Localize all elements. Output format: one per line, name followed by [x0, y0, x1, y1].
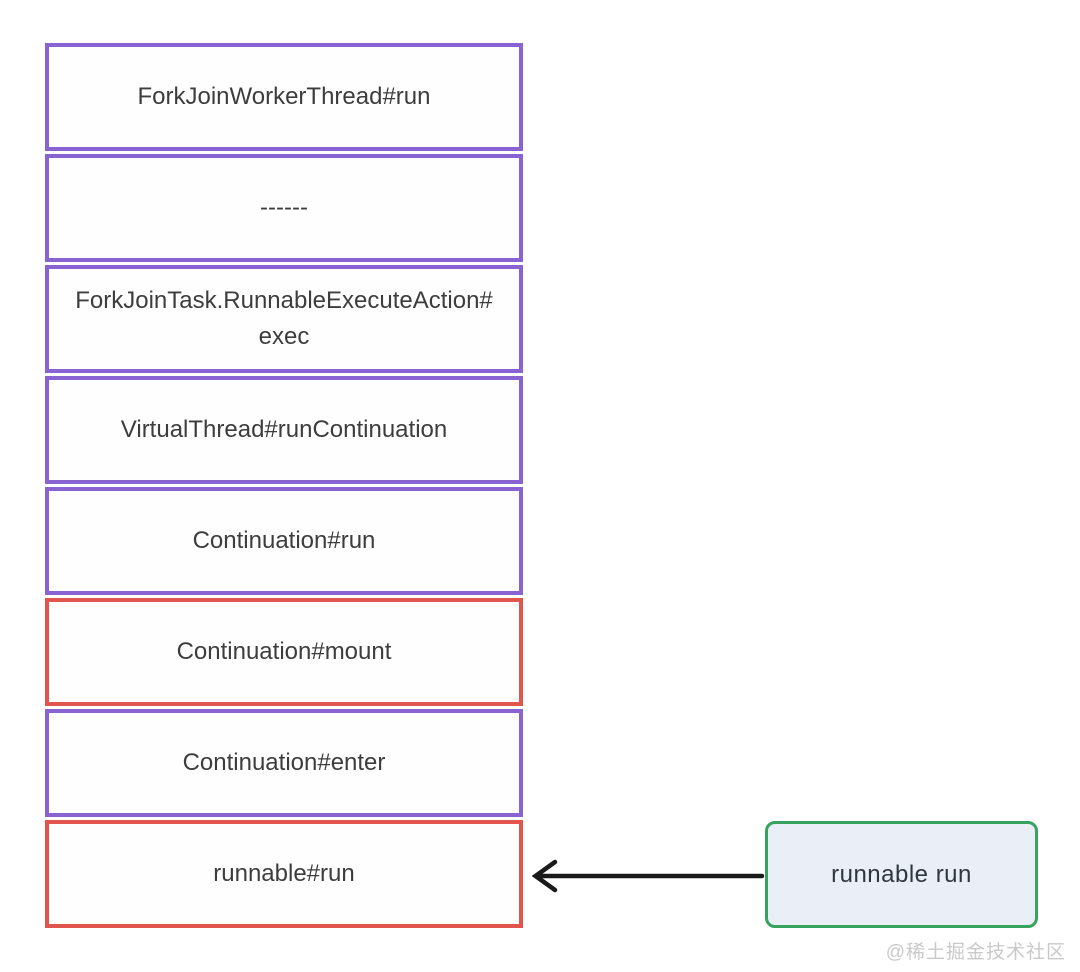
stack-frame-label: Continuation#mount — [176, 638, 392, 665]
stack-frame: ------ — [45, 154, 523, 262]
stack-frame: Continuation#mount — [45, 598, 523, 706]
stack-frame-label: Continuation#enter — [182, 749, 386, 776]
stack-frame-label: runnable#run — [213, 860, 355, 887]
stack-frame-label: VirtualThread#runContinuation — [120, 416, 448, 443]
watermark: @稀土掘金技术社区 — [885, 942, 1066, 963]
stack-frame: Continuation#enter — [45, 709, 523, 817]
stack-frame-label: ------ — [260, 194, 308, 221]
stack-frame-label: ForkJoinWorkerThread#run — [137, 83, 431, 110]
stack-frame-label: Continuation#run — [192, 527, 376, 554]
arrow-left-icon — [531, 859, 765, 893]
runnable-run-callout: runnable run — [765, 821, 1038, 928]
stack-frame: ForkJoinWorkerThread#run — [45, 43, 523, 151]
stack-frame: Continuation#run — [45, 487, 523, 595]
stack-frame-label: ForkJoinTask.RunnableExecuteAction#exec — [75, 287, 493, 350]
stack-frame: VirtualThread#runContinuation — [45, 376, 523, 484]
call-stack: ForkJoinWorkerThread#run ------ ForkJoinTa… — [45, 43, 523, 931]
stack-frame: ForkJoinTask.RunnableExecuteAction#exec — [45, 265, 523, 373]
stack-frame: runnable#run — [45, 820, 523, 928]
callout-label: runnable run — [831, 860, 972, 888]
